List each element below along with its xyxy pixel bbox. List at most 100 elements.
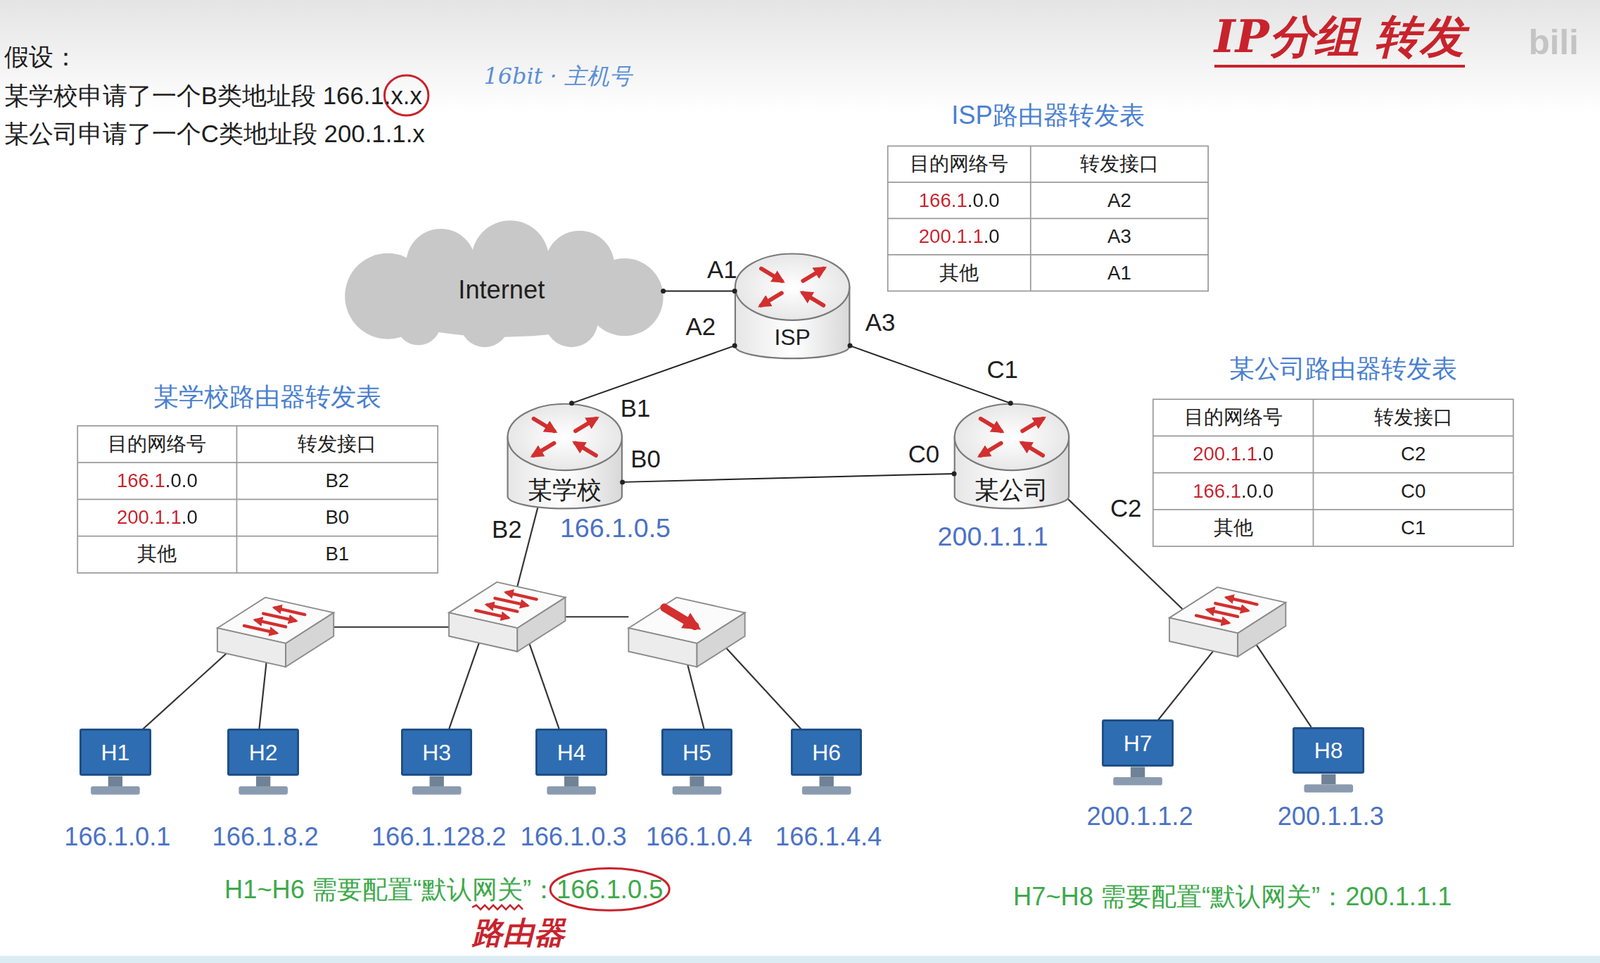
table-cell: 其他 [1213, 516, 1254, 539]
handwritten-title: IP分组 转发 [1214, 10, 1465, 68]
company-router-icon [954, 403, 1069, 509]
monitor-stand [546, 776, 596, 795]
port-dot [951, 470, 957, 476]
ip-address: 166.1.0.5 [560, 513, 671, 544]
port-name: A1 [707, 255, 738, 284]
ip-address: 166.1.0.4 [645, 821, 753, 852]
port-dot [660, 288, 666, 294]
table-cell: C1 [1400, 516, 1426, 539]
router: 某学校166.1.0.5 [507, 403, 623, 509]
host-screen: H2166.1.8.2 [227, 728, 300, 776]
handwritten-note: 路由器 [472, 914, 565, 950]
ip-address: 200.1.1.1 [937, 521, 1049, 552]
port-name: C0 [908, 439, 940, 468]
table-cell: 目的网络号 [909, 152, 1009, 176]
table-cell: 166.1.0.0 [116, 469, 198, 492]
wavy-underline [472, 904, 523, 910]
node-name: 某学校 [527, 475, 602, 504]
table-cell: 其他 [939, 261, 979, 285]
port-dot [619, 479, 625, 485]
table-cell: A2 [1107, 189, 1132, 212]
port-dot [1008, 400, 1014, 406]
table-cell: 200.1.1.0 [1192, 443, 1274, 466]
router: 某公司200.1.1.1 [954, 403, 1070, 509]
table-cell: 转发接口 [1374, 405, 1453, 429]
monitor-stand [90, 776, 141, 795]
port-name: C2 [1110, 493, 1142, 523]
port-dot [732, 288, 738, 294]
node-name: 某公司 [974, 475, 1049, 504]
port-dot [847, 343, 853, 349]
port-name: A2 [686, 312, 717, 341]
table-cell: A1 [1107, 261, 1132, 285]
host-name: H1 [100, 738, 130, 765]
table-title: ISP路由器转发表 [951, 100, 1145, 131]
switch-icon [1169, 586, 1286, 657]
table-cell: C2 [1400, 443, 1426, 466]
handwritten-note: 16bit · 主机号 [483, 63, 632, 90]
ip-address: 200.1.1.3 [1277, 801, 1384, 831]
table-cell: B1 [325, 543, 349, 566]
internet-cloud-shape [344, 220, 663, 347]
host-name: H5 [682, 738, 712, 765]
table-cell: C0 [1400, 479, 1426, 503]
host-name: H6 [811, 738, 841, 765]
watermark: bili [1528, 22, 1579, 63]
link-line [663, 289, 736, 292]
hub-icon [628, 597, 745, 668]
host-screen: H8200.1.1.3 [1292, 726, 1365, 774]
school-router-icon [508, 403, 622, 509]
port-name: B0 [630, 444, 661, 473]
host-name: H4 [557, 738, 587, 765]
host-screen: H6166.1.4.4 [790, 728, 863, 776]
link-line [572, 345, 736, 404]
table-cell: 转发接口 [297, 432, 377, 456]
host-name: H3 [422, 738, 452, 765]
port-dot [569, 400, 575, 406]
monitor-stand [238, 776, 288, 795]
ip-address: 166.1.4.4 [775, 821, 882, 852]
port-name: B2 [491, 515, 523, 544]
port-name: C1 [986, 355, 1018, 384]
host-screen: H7200.1.1.2 [1101, 719, 1174, 767]
host-screen: H3166.1.128.2 [401, 728, 473, 776]
host-screen: H1166.1.0.1 [79, 728, 152, 776]
host-screen: H5166.1.0.4 [661, 728, 734, 776]
table-cell: 转发接口 [1080, 152, 1159, 176]
table-cell: 目的网络号 [107, 432, 207, 456]
ip-address: 166.1.0.1 [64, 821, 171, 852]
table-cell: 200.1.1.0 [116, 505, 198, 529]
top-shade [0, 0, 1600, 113]
link-line [849, 345, 1011, 404]
host-name: H7 [1123, 729, 1153, 756]
router: ISP [734, 253, 850, 359]
ip-address: 166.1.128.2 [371, 821, 507, 852]
port-name: A3 [865, 308, 896, 337]
link-line [622, 473, 955, 482]
intro-text: 某公司申请了一个C类地址段 200.1.1.x [4, 119, 425, 148]
gateway-note: H1~H6 需要配置“默认网关”：166.1.0.5 [224, 874, 663, 905]
monitor-stand [1303, 773, 1354, 793]
ip-address: 166.1.8.2 [212, 821, 319, 852]
internet-cloud: Internet [339, 232, 664, 347]
table-cell: 166.1.0.0 [1192, 479, 1274, 503]
ip-address: 166.1.0.3 [520, 821, 627, 852]
node-name: Internet [458, 275, 545, 305]
intro-text: 假设： [4, 42, 79, 72]
monitor-stand [802, 776, 852, 795]
table-title: 某学校路由器转发表 [153, 382, 382, 412]
table-cell: 200.1.1.0 [918, 225, 1000, 248]
gateway-note: H7~H8 需要配置“默认网关”：200.1.1.1 [1013, 881, 1452, 912]
forwarding-table-grid [77, 145, 1514, 573]
table-cell: A3 [1107, 225, 1132, 248]
port-name: B1 [620, 394, 651, 423]
table-cell: B0 [325, 505, 349, 529]
ip-address: 200.1.1.2 [1086, 801, 1193, 831]
switch-icon [448, 581, 565, 652]
switch-icon [217, 597, 334, 668]
table-title: 某公司路由器转发表 [1229, 353, 1458, 384]
monitor-stand [672, 776, 722, 795]
port-dot [732, 343, 738, 349]
